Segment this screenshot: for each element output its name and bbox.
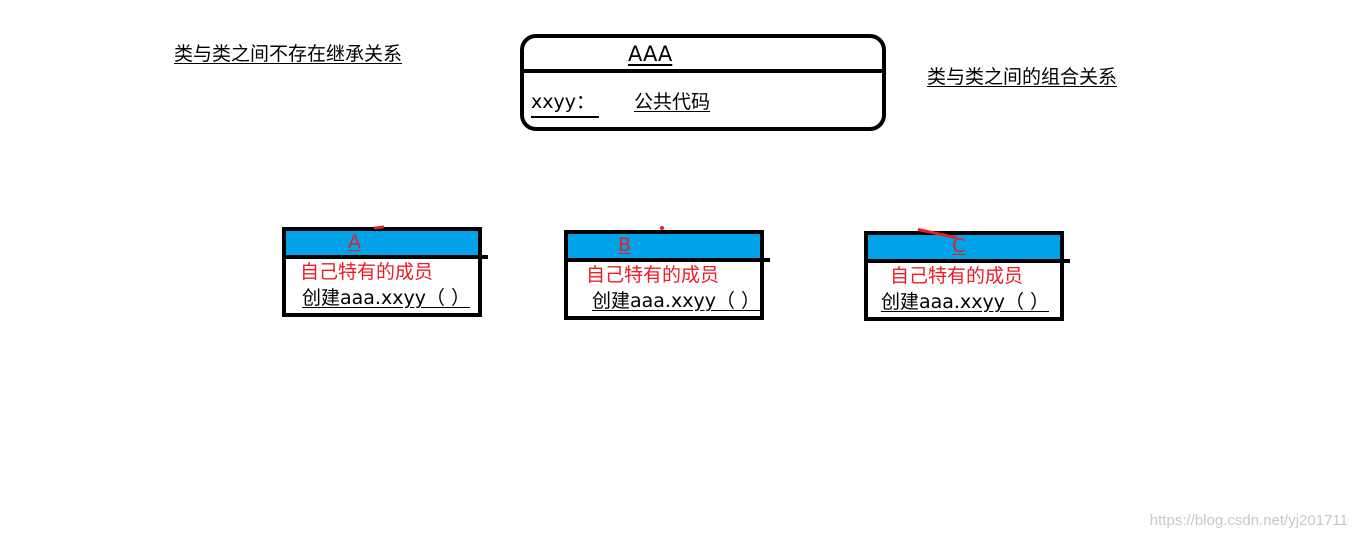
class-a-name: A	[348, 231, 361, 253]
note-no-inheritance: 类与类之间不存在继承关系	[174, 43, 403, 65]
class-b-composition-call: 创建aaa.xxyy（ ）	[592, 290, 760, 312]
base-class-member-underline	[531, 116, 599, 118]
watermark: https://blog.csdn.net/yj201711	[1149, 512, 1348, 529]
class-a-divider-extension	[476, 255, 488, 259]
class-b-red-stroke	[660, 226, 664, 230]
class-a-box: A 自己特有的成员 创建aaa.xxyy（ ）	[282, 227, 488, 317]
base-class-member-value: 公共代码	[634, 91, 711, 113]
class-c-name: C	[952, 235, 966, 257]
class-c-divider-extension	[1058, 259, 1070, 263]
class-b-divider-extension	[758, 258, 770, 262]
base-class-member-label: xxyy：	[531, 91, 595, 113]
class-c-box: C 自己特有的成员 创建aaa.xxyy（ ）	[864, 231, 1070, 321]
class-c-composition-call: 创建aaa.xxyy（ ）	[881, 291, 1049, 313]
base-class-name: AAA	[628, 42, 673, 66]
class-b-name: B	[618, 234, 632, 256]
class-a-own-members: 自己特有的成员	[300, 261, 434, 283]
base-class-box: AAA xxyy： 公共代码	[520, 34, 886, 131]
class-c-header	[868, 235, 1070, 263]
class-b-header	[568, 234, 770, 262]
class-c-own-members: 自己特有的成员	[890, 265, 1024, 287]
note-composition: 类与类之间的组合关系	[927, 66, 1118, 88]
class-b-box: B 自己特有的成员 创建aaa.xxyy（ ）	[564, 230, 770, 320]
class-a-composition-call: 创建aaa.xxyy（ ）	[302, 287, 470, 309]
class-b-own-members: 自己特有的成员	[586, 264, 720, 286]
class-a-header	[286, 231, 488, 259]
base-class-divider	[520, 69, 886, 73]
